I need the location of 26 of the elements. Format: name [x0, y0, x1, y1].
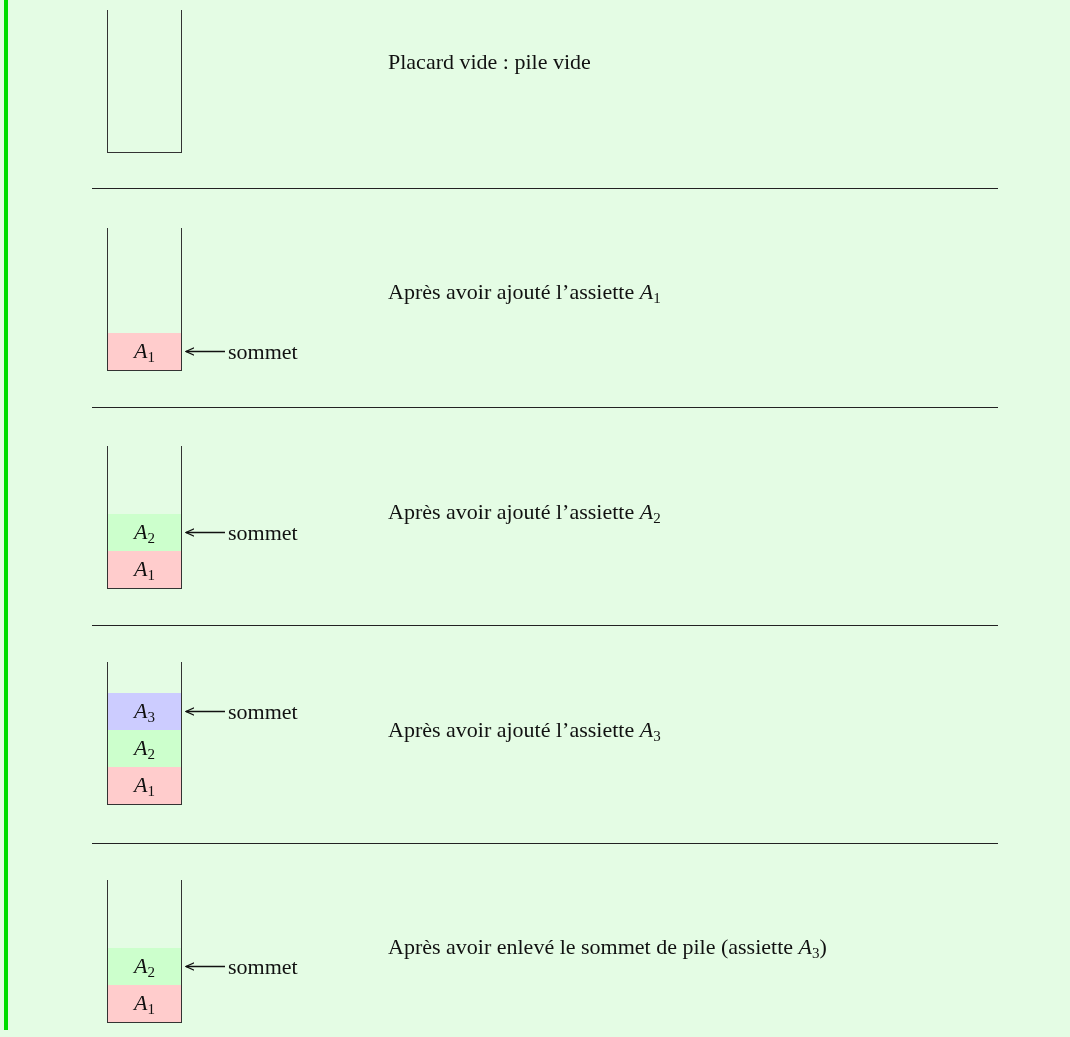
- step-description: Après avoir ajouté l’assiette A$_{2}$: [388, 498, 661, 528]
- cupboard: [107, 10, 182, 153]
- step-description: Après avoir ajouté l’assiette A$_{3}$: [388, 716, 661, 746]
- plate: A$_{1}$: [108, 551, 181, 588]
- plate: A$_{2}$: [108, 514, 181, 551]
- plate: A$_{1}$: [108, 767, 181, 804]
- cupboard: [107, 880, 182, 1023]
- plate: A$_{3}$: [108, 693, 181, 730]
- arrow: [185, 707, 226, 716]
- arrow: [185, 347, 226, 356]
- plate: A$_{1}$: [108, 333, 181, 370]
- arrow: [185, 528, 226, 537]
- cupboard: [107, 228, 182, 371]
- arrow: [185, 962, 226, 971]
- plate: A$_{2}$: [108, 948, 181, 985]
- top-pointer-label: sommet: [228, 952, 298, 981]
- step-description: Placard vide : pile vide: [388, 48, 591, 76]
- top-pointer-label: sommet: [228, 697, 298, 726]
- plate: A$_{2}$: [108, 730, 181, 767]
- cupboard: [107, 662, 182, 805]
- cupboard: [107, 446, 182, 589]
- step-description: Après avoir enlevé le sommet de pile (assiette A$_{3}$): [388, 933, 827, 963]
- plate: A$_{1}$: [108, 985, 181, 1022]
- top-pointer-label: sommet: [228, 337, 298, 366]
- top-pointer-label: sommet: [228, 518, 298, 547]
- step-description: Après avoir ajouté l’assiette A$_{1}$: [388, 278, 661, 308]
